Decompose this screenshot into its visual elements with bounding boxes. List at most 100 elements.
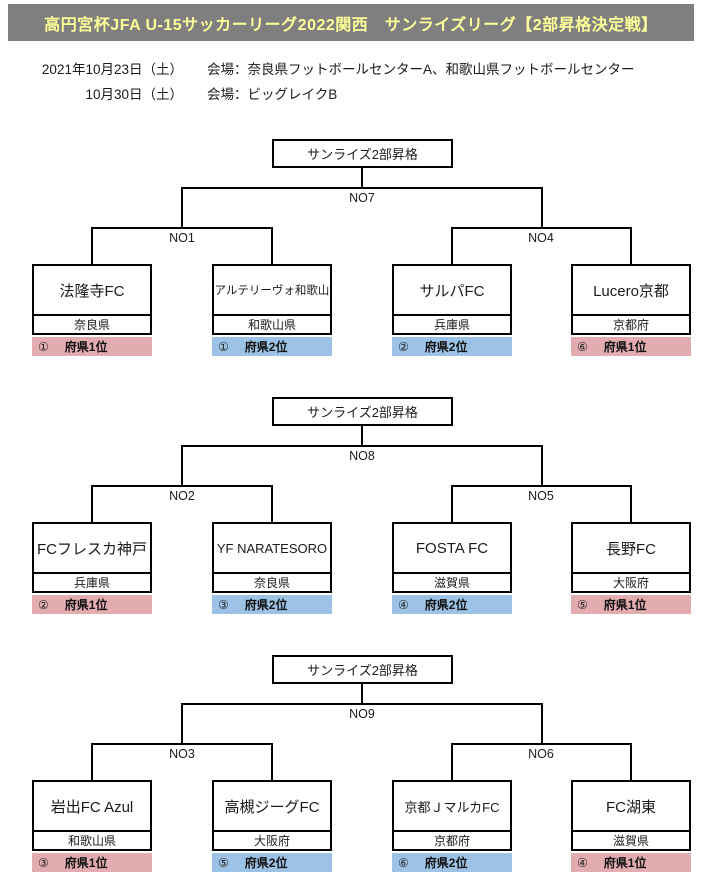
seed-label: 府県2位 [244,340,288,354]
team-prefecture: 奈良県 [32,314,152,335]
team-prefecture: 滋賀県 [392,572,512,593]
seed-label: 府県2位 [424,598,468,612]
page-title: 高円宮杯JFA U-15サッカーリーグ2022関西 サンライズリーグ【2部昇格決… [44,16,658,34]
team-prefecture: 京都府 [571,314,691,335]
connector-line [361,426,363,445]
seed-label: 府県1位 [603,856,647,870]
connector-line [181,445,543,447]
schedule-date: 10月30日（土） [85,87,183,102]
schedule-date: 2021年10月23日（土） [41,62,183,77]
seed-number: ① [38,339,49,354]
team-card: アルテリーヴォ和歌山 和歌山県 ① 府県2位 [212,264,332,356]
team-prefecture: 奈良県 [212,572,332,593]
schedule-row: 2021年10月23日（土） 会場：奈良県フットボールセンターA、和歌山県フット… [38,57,635,82]
seed-bar: ④ 府県1位 [571,853,691,872]
team-card: サルパFC 兵庫県 ② 府県2位 [392,264,512,356]
promotion-box: サンライズ2部昇格 [272,655,453,684]
seed-label: 府県2位 [424,340,468,354]
seed-number: ⑥ [577,339,588,354]
team-card: Lucero京都 京都府 ⑥ 府県1位 [571,264,691,356]
connector-line [541,445,543,485]
seed-bar: ③ 府県2位 [212,595,332,614]
bracket-2: サンライズ2部昇格 NO8 NO2 NO5 FCフレスカ神戸 兵庫県 ② 府県1… [0,397,702,614]
connector-line [541,187,543,227]
seed-label: 府県2位 [244,856,288,870]
seed-bar: ⑤ 府県2位 [212,853,332,872]
team-name: 法隆寺FC [32,264,152,316]
team-name: 岩出FC Azul [32,780,152,832]
team-name: サルパFC [392,264,512,316]
connector-line [181,187,183,227]
connector-line [451,227,632,229]
match-number-final: NO9 [349,707,375,721]
team-name: 長野FC [571,522,691,574]
seed-number: ③ [38,855,49,870]
seed-number: ③ [218,597,229,612]
team-prefecture: 大阪府 [571,572,691,593]
promotion-label: サンライズ2部昇格 [307,663,418,678]
seed-label: 府県2位 [424,856,468,870]
connector-line [271,485,273,522]
seed-number: ② [38,597,49,612]
team-prefecture: 兵庫県 [392,314,512,335]
team-card: YF NARATESORO 奈良県 ③ 府県2位 [212,522,332,614]
team-card: 法隆寺FC 奈良県 ① 府県1位 [32,264,152,356]
team-name: YF NARATESORO [212,522,332,574]
bracket-1: サンライズ2部昇格 NO7 NO1 NO4 法隆寺FC 奈良県 ① 府県1位 ア… [0,139,702,356]
connector-line [91,743,93,780]
team-name: FC湖東 [571,780,691,832]
match-number-right: NO6 [528,747,554,761]
promotion-box: サンライズ2部昇格 [272,139,453,168]
connector-line [361,684,363,703]
title-band: 高円宮杯JFA U-15サッカーリーグ2022関西 サンライズリーグ【2部昇格決… [8,4,694,41]
match-number-final: NO8 [349,449,375,463]
seed-label: 府県1位 [64,856,108,870]
connector-line [630,485,632,522]
team-prefecture: 大阪府 [212,830,332,851]
seed-number: ⑤ [577,597,588,612]
connector-line [91,485,273,487]
seed-bar: ⑥ 府県2位 [392,853,512,872]
seed-bar: ④ 府県2位 [392,595,512,614]
team-name: Lucero京都 [571,264,691,316]
seed-number: ① [218,339,229,354]
team-name: 高槻ジーグFC [212,780,332,832]
seed-label: 府県1位 [64,598,108,612]
team-card: FOSTA FC 滋賀県 ④ 府県2位 [392,522,512,614]
match-number-right: NO4 [528,231,554,245]
connector-line [451,743,453,780]
team-name: FCフレスカ神戸 [32,522,152,574]
team-prefecture: 京都府 [392,830,512,851]
promotion-box: サンライズ2部昇格 [272,397,453,426]
seed-bar: ② 府県2位 [392,337,512,356]
match-number-left: NO1 [169,231,195,245]
team-prefecture: 兵庫県 [32,572,152,593]
match-number-left: NO3 [169,747,195,761]
seed-label: 府県1位 [603,340,647,354]
team-prefecture: 和歌山県 [212,314,332,335]
seed-bar: ① 府県1位 [32,337,152,356]
seed-number: ⑤ [218,855,229,870]
connector-line [181,703,183,743]
connector-line [451,227,453,264]
team-card: 高槻ジーグFC 大阪府 ⑤ 府県2位 [212,780,332,872]
seed-bar: ⑤ 府県1位 [571,595,691,614]
schedule-block: 2021年10月23日（土） 会場：奈良県フットボールセンターA、和歌山県フット… [38,57,635,107]
seed-bar: ① 府県2位 [212,337,332,356]
seed-number: ⑥ [398,855,409,870]
promotion-label: サンライズ2部昇格 [307,405,418,420]
team-name: FOSTA FC [392,522,512,574]
match-number-final: NO7 [349,191,375,205]
team-name: アルテリーヴォ和歌山 [212,264,332,316]
schedule-venue: 会場：ビッグレイクB [207,87,338,102]
connector-line [91,485,93,522]
connector-line [630,743,632,780]
bracket-3: サンライズ2部昇格 NO9 NO3 NO6 岩出FC Azul 和歌山県 ③ 府… [0,655,702,872]
connector-line [271,743,273,780]
connector-line [451,485,453,522]
seed-label: 府県2位 [244,598,288,612]
schedule-row: 10月30日（土） 会場：ビッグレイクB [38,82,635,107]
seed-label: 府県1位 [603,598,647,612]
team-card: FC湖東 滋賀県 ④ 府県1位 [571,780,691,872]
